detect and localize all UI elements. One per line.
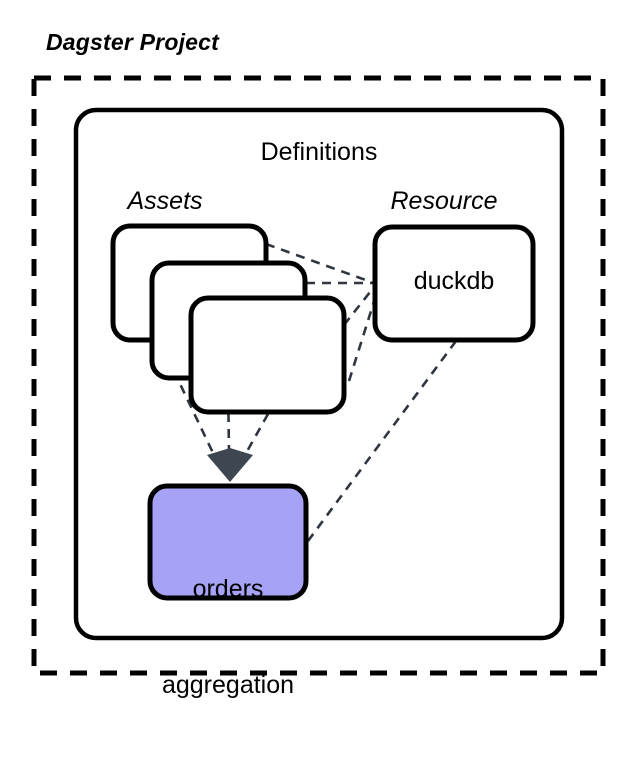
arrowhead-top-icon — [207, 448, 253, 455]
resource-group-label: Resource — [390, 187, 498, 215]
edge-asset3-orders — [243, 413, 270, 456]
duckdb-node-label: duckdb — [413, 267, 495, 295]
assets-group-label: Assets — [127, 187, 203, 215]
edge-asset1-duckdb — [265, 242, 375, 285]
orders-aggregation-node[interactable] — [147, 483, 309, 601]
edge-asset3-duckdb — [342, 286, 376, 326]
diagram-canvas: Dagster Project Definitions Assets Resou… — [31, 29, 606, 699]
duckdb-resource-node[interactable] — [372, 224, 536, 343]
orders-label-line-1: orders — [192, 575, 264, 603]
project-title-label: Dagster Project — [46, 29, 220, 55]
asset-card-3[interactable] — [188, 295, 347, 415]
diagram-shapes — [31, 75, 606, 676]
orders-label-line-2: aggregation — [161, 671, 295, 699]
dagster-project-container — [31, 75, 606, 676]
arrowhead-icon — [207, 455, 253, 482]
edge-asset2-orders — [226, 380, 231, 453]
definitions-label: Definitions — [260, 138, 378, 166]
orders-aggregation-node-label: orders aggregation — [150, 509, 306, 765]
